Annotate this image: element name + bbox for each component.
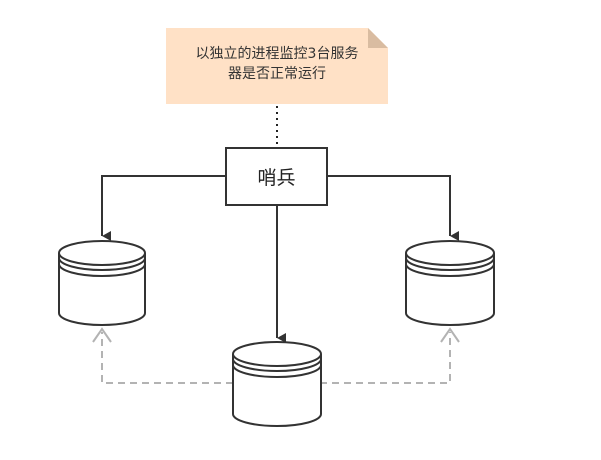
note-line-2: 器是否正常运行 xyxy=(228,66,326,82)
dashed-arrowhead-left xyxy=(92,327,112,343)
dashed-link-left xyxy=(101,332,233,384)
note-line-1: 以独立的进程监控3台服务 xyxy=(195,46,359,62)
arrow-to-left-db xyxy=(101,175,226,241)
sentinel-box[interactable] xyxy=(225,147,328,206)
note-shape xyxy=(166,28,388,104)
sentinel-label: 哨兵 xyxy=(257,167,296,189)
dashed-link-right xyxy=(320,332,451,384)
database-left-icon[interactable] xyxy=(58,240,146,326)
dashed-arrowhead-right xyxy=(440,327,460,343)
database-bottom-icon[interactable] xyxy=(232,341,322,427)
arrow-to-right-db xyxy=(327,175,459,241)
note-text: 以独立的进程监控3台服务 器是否正常运行 xyxy=(168,44,386,84)
database-right-icon[interactable] xyxy=(405,240,495,326)
